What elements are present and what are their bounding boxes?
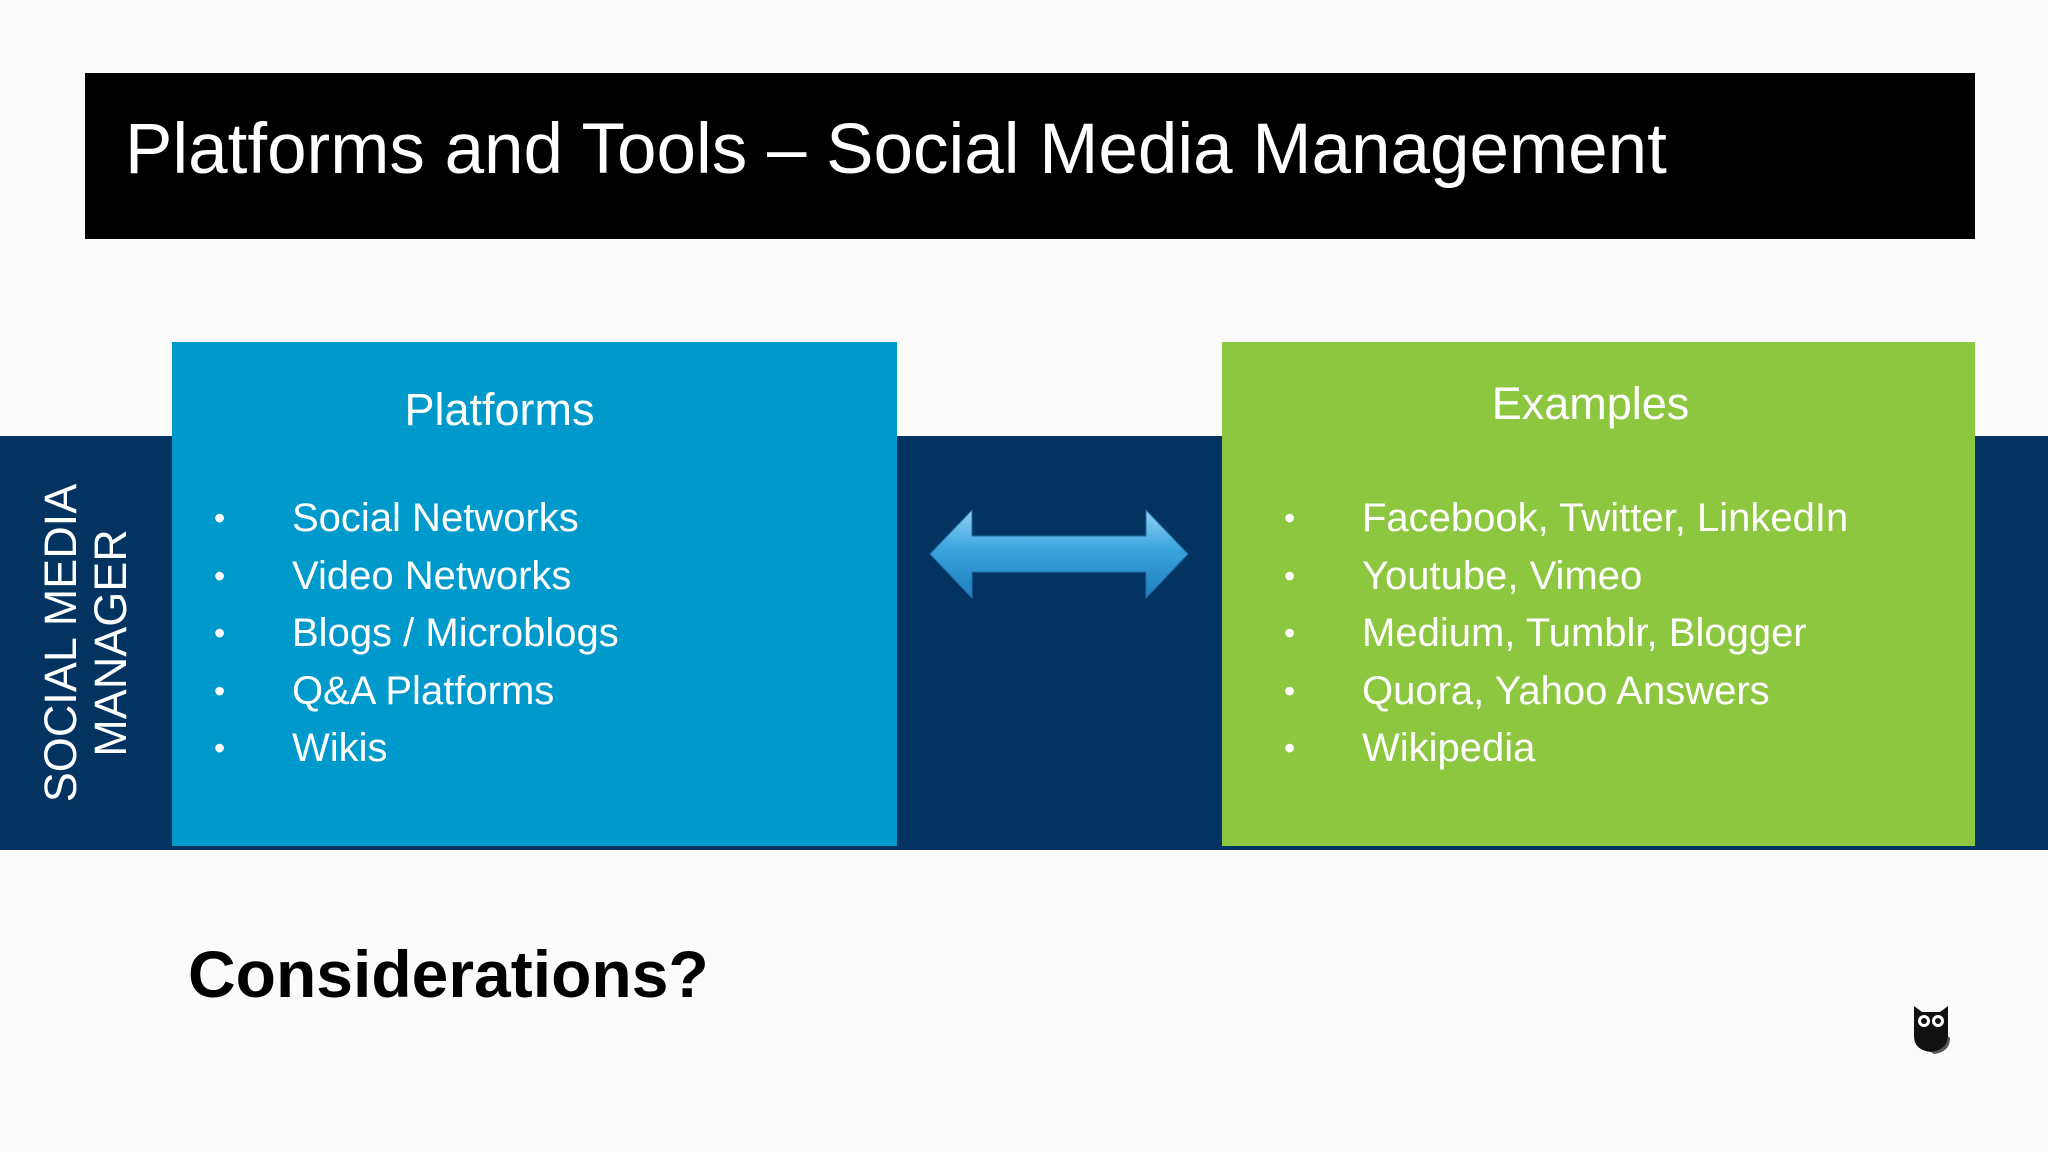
bullet: • bbox=[214, 615, 226, 651]
list-item-text: Wikis bbox=[292, 726, 388, 770]
side-label-line-2: MANAGER bbox=[85, 529, 136, 757]
list-item-text: Blogs / Microblogs bbox=[292, 611, 619, 655]
platforms-box: Platforms • Social Networks • Video Networ… bbox=[172, 342, 897, 846]
examples-box: Examples • Facebook, Twitter, LinkedIn • Y… bbox=[1222, 342, 1975, 846]
considerations-heading: Considerations? bbox=[188, 937, 709, 1011]
list-item-text: Medium, Tumblr, Blogger bbox=[1362, 611, 1807, 655]
double-headed-arrow-icon bbox=[929, 508, 1189, 600]
bullet: • bbox=[1284, 730, 1296, 766]
list-item-text: Quora, Yahoo Answers bbox=[1362, 668, 1770, 713]
list-item-text: Wikipedia bbox=[1362, 726, 1536, 770]
list-item-text: Facebook, Twitter, LinkedIn bbox=[1362, 496, 1849, 540]
bullet: • bbox=[214, 672, 226, 709]
bullet: • bbox=[1284, 615, 1296, 651]
side-label: SOCIAL MEDIA MANAGER bbox=[0, 436, 172, 850]
title-bar: Platforms and Tools – Social Media Manag… bbox=[85, 73, 1975, 239]
list-item-text: Social Networks bbox=[292, 496, 579, 540]
bullet: • bbox=[1284, 557, 1296, 594]
list-item-text: Youtube, Vimeo bbox=[1362, 553, 1643, 598]
bullet: • bbox=[214, 730, 226, 766]
examples-heading: Examples bbox=[1491, 378, 1690, 429]
slide-title: Platforms and Tools – Social Media Manag… bbox=[125, 110, 1667, 189]
bullet: • bbox=[214, 500, 226, 536]
bullet: • bbox=[1284, 500, 1296, 536]
platforms-heading: Platforms bbox=[404, 384, 595, 435]
bullet: • bbox=[1284, 672, 1296, 709]
side-label-text: SOCIAL MEDIA MANAGER bbox=[35, 483, 136, 803]
owl-logo-icon bbox=[1914, 1006, 1950, 1054]
side-label-line-1: SOCIAL MEDIA bbox=[35, 483, 86, 803]
list-item-text: Video Networks bbox=[292, 553, 572, 598]
list-item-text: Q&A Platforms bbox=[292, 668, 555, 713]
bullet: • bbox=[214, 557, 226, 594]
